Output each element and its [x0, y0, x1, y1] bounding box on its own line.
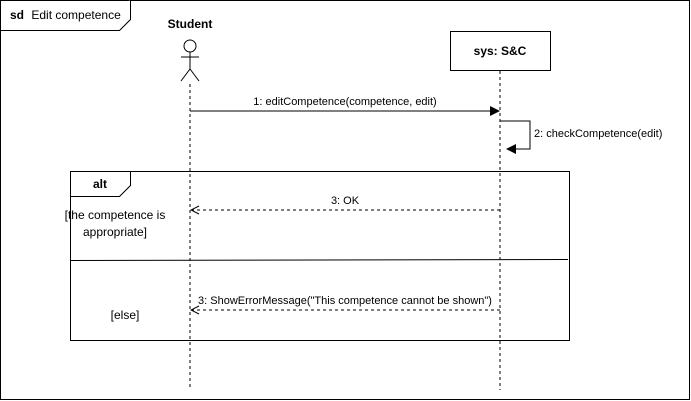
message-3-error-label: 3: ShowErrorMessage("This competence can… — [198, 295, 492, 307]
alt-operator: alt — [93, 177, 107, 191]
alt-guard-2: [else] — [111, 308, 140, 322]
message-1-label: 1: editCompetence(competence, edit) — [253, 96, 436, 108]
system-lifeline-head — [450, 31, 551, 71]
system-name: sys: S&C — [474, 44, 527, 58]
frame-keyword: sd — [10, 8, 24, 22]
alt-guard-1-line-1: [the competence is — [65, 208, 166, 222]
frame-title-tab — [0, 0, 131, 31]
actor-name: Student — [168, 17, 213, 31]
message-2-label: 2: checkCompetence(edit) — [534, 128, 662, 140]
message-2-arrow — [500, 120, 531, 154]
frame-title-text: Edit competence — [31, 8, 121, 22]
alt-fragment-tab — [70, 171, 131, 197]
alt-fragment — [70, 171, 570, 341]
actor-stick-figure-icon — [180, 39, 200, 82]
frame-title: sd Edit competence — [10, 8, 121, 22]
alt-operand-separator — [69, 259, 569, 261]
message-3-ok-label: 3: OK — [331, 195, 360, 207]
alt-guard-1-line-2: appropriate] — [83, 225, 147, 239]
